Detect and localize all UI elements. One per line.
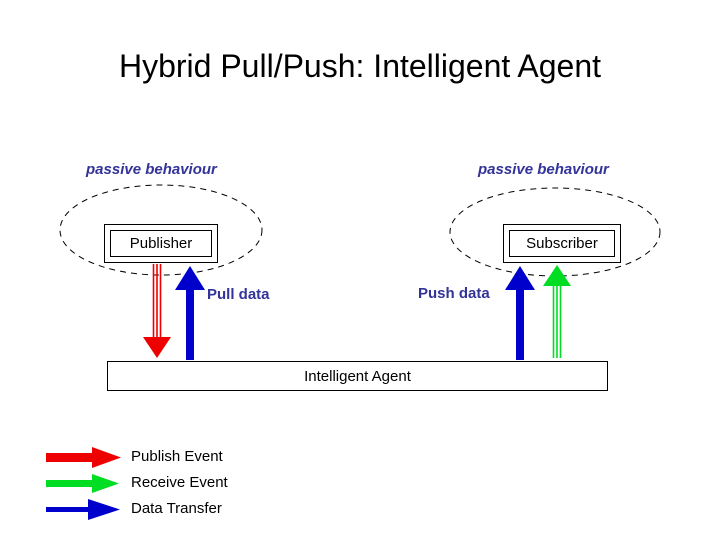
legend-item-publish-event: Publish Event <box>44 445 344 471</box>
passive-behaviour-label-right: passive behaviour <box>478 161 609 178</box>
legend-label-publish-event: Publish Event <box>131 448 223 465</box>
legend-item-receive-event: Receive Event <box>44 471 344 497</box>
pull-data-label: Pull data <box>207 286 270 303</box>
right-arrow-icon <box>46 447 121 468</box>
receive-event-arrow <box>543 265 571 358</box>
legend: Publish Event Receive Event Data Transfe… <box>44 443 344 525</box>
subscriber-node[interactable]: Subscriber <box>503 224 621 263</box>
legend-label-receive-event: Receive Event <box>131 474 228 491</box>
subscriber-label: Subscriber <box>526 235 598 252</box>
right-arrow-icon <box>46 474 119 493</box>
intelligent-agent-label: Intelligent Agent <box>304 367 411 385</box>
page-title: Hybrid Pull/Push: Intelligent Agent <box>118 48 602 84</box>
publisher-boundary-ellipse <box>59 184 263 276</box>
right-arrow-icon <box>46 499 120 520</box>
publish-event-arrow <box>143 264 171 358</box>
subscriber-inner-border <box>509 230 615 257</box>
legend-label-data-transfer: Data Transfer <box>131 500 222 517</box>
publisher-node[interactable]: Publisher <box>104 224 218 263</box>
push-data-arrow <box>505 266 535 360</box>
publisher-label: Publisher <box>129 235 193 252</box>
passive-behaviour-label-left: passive behaviour <box>86 161 217 178</box>
intelligent-agent-node[interactable]: Intelligent Agent <box>107 361 608 391</box>
legend-item-data-transfer: Data Transfer <box>44 497 344 523</box>
pull-data-arrow <box>175 266 205 360</box>
push-data-label: Push data <box>418 285 490 302</box>
publisher-inner-border <box>110 230 212 257</box>
